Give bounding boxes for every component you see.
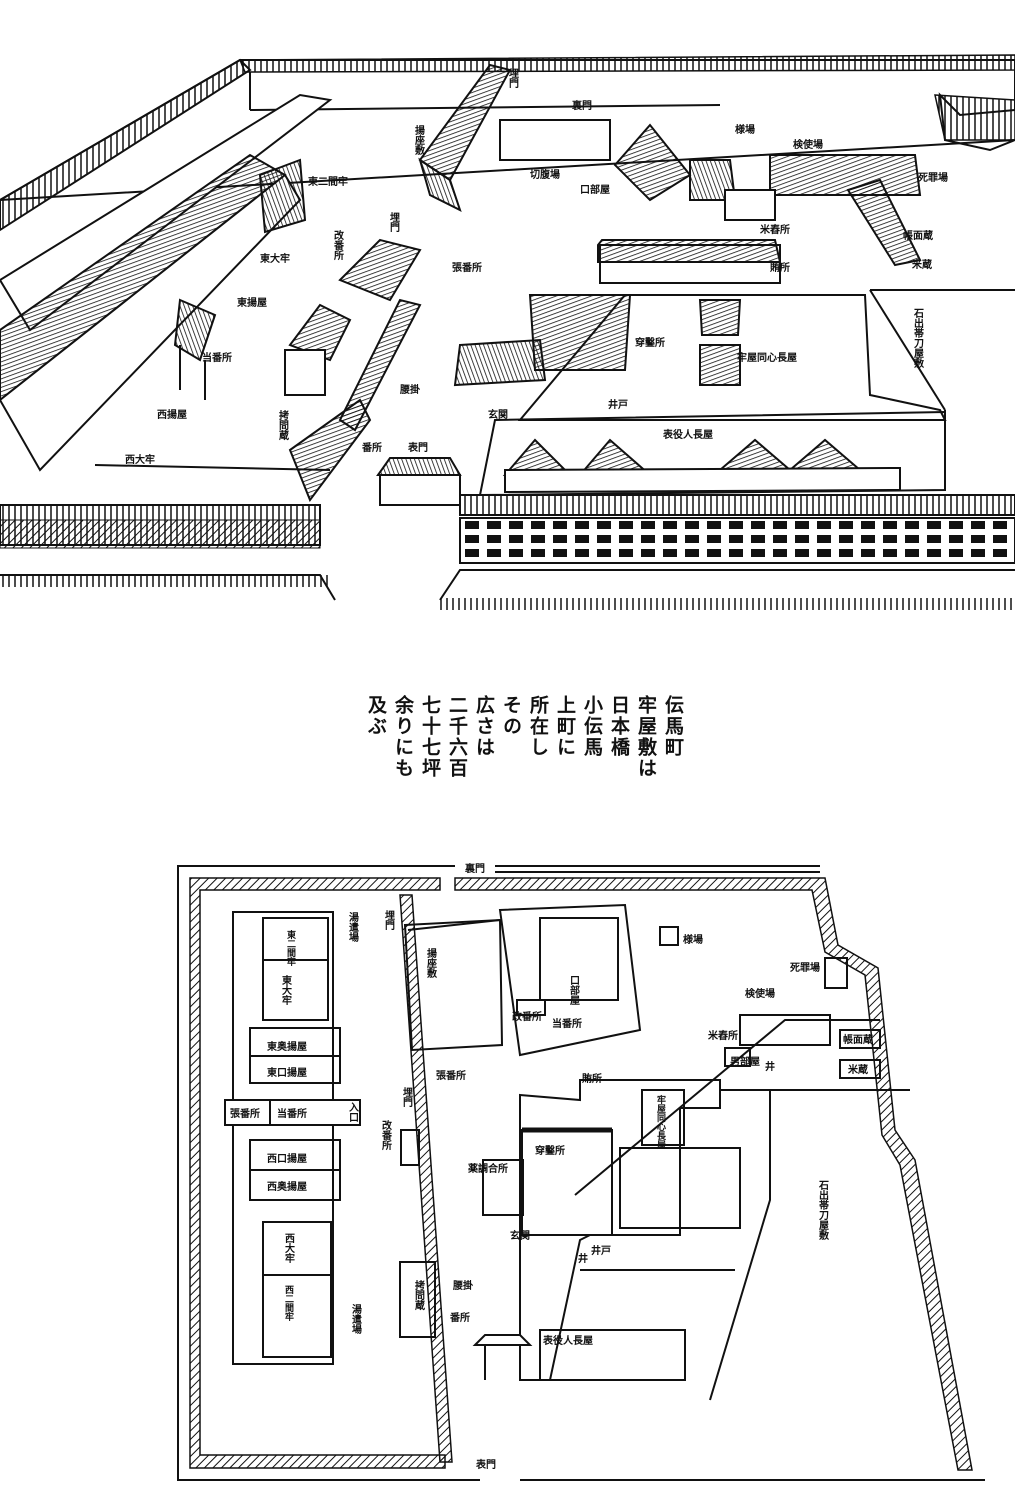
plan-label-gomongura: 拷問蔵 bbox=[413, 1279, 425, 1311]
label-chomengura: 帳面蔵 bbox=[903, 229, 933, 242]
plan-label-kenshiba: 検使場 bbox=[745, 987, 775, 1000]
perspective-labels: 埋門 裏門 揚座敷 切腹場 口部屋 東二間牢 埋門 改番所 張番所 東大牢 東揚… bbox=[125, 67, 948, 466]
plan-label-yakunin-nagaya: 表役人長屋 bbox=[542, 1334, 593, 1347]
label-ido: 井戸 bbox=[608, 398, 628, 411]
plan-label-iriguchi: 入口 bbox=[347, 1102, 359, 1122]
label-tobansho: 当番所 bbox=[202, 351, 232, 364]
label-bansho: 番所 bbox=[361, 441, 382, 454]
plan-label-ido: 井戸 bbox=[591, 1244, 611, 1257]
floor-plan: 裏門 表門 東二間牢 東大牢 東奥揚屋 東口揚屋 張番所 当番所 入口 西口揚屋… bbox=[177, 862, 985, 1481]
east-buildings bbox=[453, 119, 1015, 497]
caption-line: 二千六百 bbox=[446, 695, 468, 779]
label-kenshiba: 検使場 bbox=[793, 138, 823, 151]
plan-label-nishi-nikenro: 西二間牢 bbox=[283, 1285, 294, 1322]
label-umemon: 埋門 bbox=[507, 67, 519, 89]
caption-line: 上町に bbox=[554, 695, 576, 758]
label-harubansho: 張番所 bbox=[452, 261, 482, 274]
label-tameshiba: 様場 bbox=[735, 123, 755, 136]
plan-label-chomengura: 帳面蔵 bbox=[843, 1033, 873, 1046]
plan-label-tobansho-top: 当番所 bbox=[552, 1017, 582, 1030]
plan-label-higashi-oku-agaya: 東奥揚屋 bbox=[267, 1040, 307, 1053]
plan-label-ishide-yashiki: 石出帯刀屋敷 bbox=[817, 1180, 830, 1241]
caption-line: その bbox=[500, 695, 522, 737]
label-aratamebansho: 改番所 bbox=[332, 229, 345, 261]
plan-label-yutsukaiba-bottom: 湯遣場 bbox=[350, 1303, 362, 1335]
plan-label-genkan: 玄関 bbox=[510, 1229, 530, 1242]
plan-label-harubansho-left: 張番所 bbox=[230, 1107, 260, 1120]
plan-label-agezashiki: 揚座敷 bbox=[425, 947, 438, 979]
perspective-illustration: 埋門 裏門 揚座敷 切腹場 口部屋 東二間牢 埋門 改番所 張番所 東大牢 東揚… bbox=[0, 54, 1015, 610]
outer-wall bbox=[0, 54, 1015, 232]
plan-label-omotemon: 表門 bbox=[475, 1458, 496, 1471]
label-doshin-nagaya: 牢屋同心長屋 bbox=[737, 351, 797, 364]
label-sensakusho: 穿鑿所 bbox=[635, 336, 665, 349]
label-kometsukisho: 米舂所 bbox=[760, 223, 790, 236]
plan-label-yutsukaiba-top: 湯遣場 bbox=[347, 911, 359, 943]
plan-label-higashi-oro: 東大牢 bbox=[280, 974, 292, 1006]
plan-label-umemon-mid: 埋門 bbox=[401, 1086, 413, 1108]
stone-walls bbox=[0, 494, 1015, 610]
plan-label-komegura: 米蔵 bbox=[848, 1063, 868, 1076]
plan-label-otokobeya: 男部屋 bbox=[730, 1055, 760, 1068]
plan-label-shizaiba: 死罪場 bbox=[790, 961, 820, 974]
caption-line: 七十七坪 bbox=[419, 695, 441, 779]
caption-line: 及ぶ bbox=[365, 695, 387, 737]
caption-line: 小伝馬 bbox=[581, 695, 603, 758]
label-makanaisho: 賄所 bbox=[769, 261, 790, 274]
label-umemon-mid: 埋門 bbox=[388, 211, 400, 233]
label-koshikake: 腰掛 bbox=[399, 383, 421, 396]
plan-label-nishi-oro: 西大牢 bbox=[283, 1233, 295, 1264]
label-agezashiki: 揚座敷 bbox=[413, 124, 426, 156]
plan-label-makanaisho: 賄所 bbox=[581, 1072, 602, 1085]
plan-label-higashi-nikenro: 東二間牢 bbox=[285, 929, 296, 967]
caption-line: 所在し bbox=[527, 695, 549, 758]
plan-label-koshikake: 腰掛 bbox=[452, 1279, 474, 1292]
label-gomongura: 拷問蔵 bbox=[277, 409, 289, 441]
label-uramon: 裏門 bbox=[571, 99, 592, 112]
caption-line: 広さは bbox=[473, 695, 495, 758]
plan-label-tameshiba: 様場 bbox=[683, 933, 703, 946]
label-higashi-oro: 東大牢 bbox=[260, 252, 290, 265]
label-yakunin-nagaya: 表役人長屋 bbox=[662, 428, 713, 441]
label-nishi-oro: 西大牢 bbox=[125, 453, 155, 466]
label-ishide-yashiki: 石出帯刀屋敷 bbox=[912, 308, 925, 369]
caption-line: 余りにも bbox=[392, 695, 414, 779]
plan-central-blocks bbox=[399, 903, 910, 1401]
label-genkan: 玄関 bbox=[488, 408, 508, 421]
plan-label-uramon: 裏門 bbox=[464, 862, 485, 875]
label-kuchibeya: 口部屋 bbox=[580, 183, 610, 196]
plan-outer-walls bbox=[177, 865, 985, 1481]
label-nishi-agaya: 西揚屋 bbox=[157, 408, 187, 421]
plan-label-bansho: 番所 bbox=[449, 1311, 470, 1324]
plan-label-harubansho: 張番所 bbox=[436, 1069, 466, 1082]
label-komegura: 米蔵 bbox=[912, 258, 932, 271]
plan-label-sensakusho: 穿鑿所 bbox=[535, 1144, 565, 1157]
caption-line: 日本橋 bbox=[608, 695, 630, 758]
plan-label-nishi-oku-agaya: 西奥揚屋 bbox=[267, 1180, 307, 1193]
central-buildings bbox=[284, 63, 512, 506]
label-higashi-nikenro: 東二間牢 bbox=[308, 175, 348, 188]
plan-label-higashi-kuchi-agaya: 東口揚屋 bbox=[267, 1066, 307, 1079]
label-omotemon: 表門 bbox=[407, 441, 428, 454]
plan-label-kometsukisho: 米舂所 bbox=[708, 1029, 738, 1042]
plan-label-kuchibeya: 口部屋 bbox=[568, 975, 580, 1006]
plan-label-ido-mark: 井 bbox=[578, 1252, 588, 1265]
west-prison-buildings bbox=[0, 93, 333, 472]
plan-label-aratamebansho-mid: 改番所 bbox=[380, 1119, 393, 1151]
plan-west-cells bbox=[224, 911, 361, 1365]
caption-line: 伝馬町 bbox=[662, 695, 684, 758]
caption-line: 牢屋敷は bbox=[635, 695, 657, 779]
plan-label-ido-mark2: 井 bbox=[765, 1060, 775, 1073]
plan-label-aratamebansho-top: 改番所 bbox=[512, 1010, 542, 1023]
label-shizaiba: 死罪場 bbox=[918, 171, 948, 184]
label-seppukuba: 切腹場 bbox=[530, 168, 560, 181]
label-higashi-agaya: 東揚屋 bbox=[237, 296, 267, 309]
plan-label-nishi-kuchi-agaya: 西口揚屋 bbox=[267, 1152, 307, 1165]
plan-label-umemon-top: 埋門 bbox=[383, 909, 395, 931]
plan-label-tobansho-left: 当番所 bbox=[277, 1107, 307, 1120]
plan-label-doshin-nagaya: 牢屋同心長屋 bbox=[655, 1094, 666, 1150]
plan-label-yakuchogosho: 薬調合所 bbox=[467, 1162, 508, 1175]
plan-labels: 裏門 表門 東二間牢 東大牢 東奥揚屋 東口揚屋 張番所 当番所 入口 西口揚屋… bbox=[230, 862, 873, 1471]
caption: 伝馬町 牢屋敷は 日本橋 小伝馬 上町に 所在し その 広さは 二千六百 七十七… bbox=[365, 695, 684, 779]
